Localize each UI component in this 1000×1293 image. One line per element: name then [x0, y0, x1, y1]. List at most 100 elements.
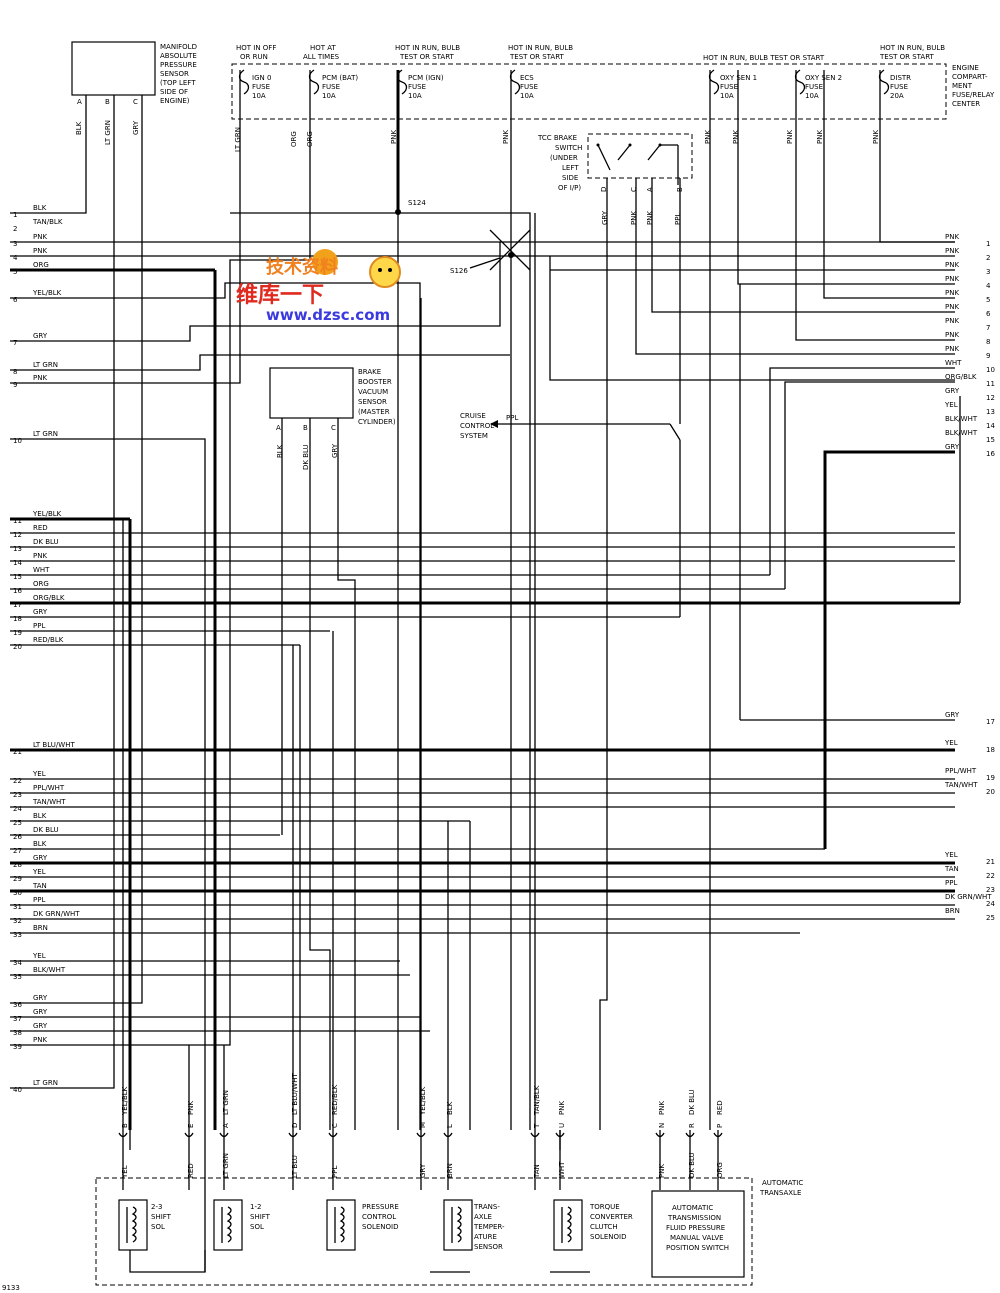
coil-icon	[221, 1206, 232, 1243]
map-sensor-label-3: SENSOR	[160, 70, 189, 78]
connector-terminal-icon	[530, 1132, 540, 1138]
right-row-num: 21	[986, 858, 995, 866]
pcmbat-header-0: HOT AT	[310, 44, 337, 52]
brake-pin-a: A	[276, 424, 281, 432]
left-row-wire: GRY	[33, 1022, 48, 1030]
trans-conn-wire: DK BLU	[688, 1089, 696, 1115]
left-row-wire: BLK	[33, 840, 47, 848]
left-row-wire: DK BLU	[33, 538, 59, 546]
left-row-wire: LT GRN	[33, 361, 58, 369]
trans-conn-wire: LT GRN	[222, 1090, 230, 1115]
coil-icon	[126, 1206, 137, 1243]
fuse-icon	[708, 69, 720, 95]
left-row-num: 8	[13, 368, 17, 376]
left-row-wire: ORG/BLK	[33, 594, 65, 602]
trans-conn-wire: YEL/BLK	[121, 1086, 129, 1116]
right-row-wire: WHT	[945, 359, 962, 367]
left-row-num: 4	[13, 254, 18, 262]
trans-conn-wire: YEL/BLK	[419, 1086, 427, 1116]
left-row-num: 11	[13, 517, 22, 525]
page-code: 9133	[2, 1284, 20, 1292]
left-row-wire: RED	[33, 524, 48, 532]
distr-header-0: HOT IN RUN, BULB	[880, 44, 945, 52]
trans-conn-pin: C	[331, 1123, 339, 1128]
left-row-num: 17	[13, 601, 22, 609]
left-row-num: 15	[13, 573, 22, 581]
left-row-wire: YEL	[32, 868, 46, 876]
left-row-wire: TAN/BLK	[32, 218, 63, 226]
left-row-num: 30	[13, 889, 22, 897]
connector-terminal-icon	[184, 1132, 194, 1138]
left-row-wire: RED/BLK	[33, 636, 64, 644]
sol12-label-0: 1-2	[250, 1203, 261, 1211]
right-row-wire: BLK/WHT	[945, 415, 978, 423]
right-row-num: 14	[986, 422, 995, 430]
trans-inner-wire: TAN	[533, 1164, 541, 1179]
brake-booster-sensor: BRAKE BOOSTER VACUUM SENSOR (MASTER CYLI…	[269, 367, 396, 470]
watermark-logo-icon	[312, 249, 338, 275]
left-row-num: 14	[13, 559, 22, 567]
left-row-num: 3	[13, 240, 17, 248]
tcc-solenoid: TORQUE CONVERTER CLUTCH SOLENOID	[553, 1199, 633, 1251]
left-row-wire: GRY	[33, 1008, 48, 1016]
tcc-label-0: TCC BRAKE	[537, 134, 577, 142]
trans-inner-wire: ORG	[716, 1162, 724, 1178]
right-row-wire: PNK	[945, 261, 959, 269]
left-row-num: 29	[13, 875, 22, 883]
connector-terminal-icon	[288, 1132, 298, 1138]
trans-conn-pin: R	[688, 1123, 696, 1128]
right-row-labels: 1PNK2PNK3PNK4PNK5PNK6PNK7PNK8PNK9PNK10WH…	[944, 233, 995, 922]
trans-conn-pin: U	[558, 1123, 566, 1128]
right-row-num: 3	[986, 268, 990, 276]
tcc-wire-2: PNK	[646, 211, 654, 225]
brake-label-3: SENSOR	[358, 398, 387, 406]
trans-conn-pin: E	[187, 1124, 195, 1128]
distr-name: DISTR	[890, 74, 911, 82]
left-row-wire: ORG	[33, 580, 49, 588]
left-row-labels: 1BLK2TAN/BLK3PNK4PNK5ORG6YEL/BLK7GRY8LT …	[13, 204, 80, 1094]
sol12-label-1: SHIFT	[250, 1213, 271, 1221]
watermark: 技术资料 维库一下 www.dzsc.com	[236, 249, 401, 324]
left-row-wire: LT BLU/WHT	[33, 741, 75, 749]
left-row-wire: GRY	[33, 608, 48, 616]
tcc-wire-3: PPL	[674, 213, 682, 225]
left-row-num: 37	[13, 1015, 22, 1023]
left-row-num: 10	[13, 437, 22, 445]
fuse-icon	[794, 69, 806, 95]
left-row-num: 35	[13, 973, 22, 981]
map-sensor: MANIFOLD ABSOLUTE PRESSURE SENSOR (TOP L…	[71, 41, 197, 145]
tfp-switch: AUTOMATIC TRANSMISSION FLUID PRESSURE MA…	[651, 1190, 745, 1278]
tfp-label-0: AUTOMATIC	[672, 1204, 713, 1212]
fuse-icon	[238, 69, 250, 95]
trans-inner-wire: YEL	[121, 1165, 129, 1179]
fuse-block-label-4: CENTER	[952, 100, 980, 108]
tcc-pin-c: C	[630, 187, 638, 192]
cruise-control: CRUISE CONTROL SYSTEM PPL	[460, 412, 681, 441]
right-row-wire: GRY	[945, 711, 960, 719]
right-row-num: 2	[986, 254, 990, 262]
right-row-wire: YEL	[944, 401, 958, 409]
pcs-label-2: SOLENOID	[362, 1223, 398, 1231]
left-row-wire: YEL	[32, 770, 46, 778]
right-row-num: 17	[986, 718, 995, 726]
cruise-label-0: CRUISE	[460, 412, 486, 420]
right-row-num: 25	[986, 914, 995, 922]
right-row-num: 1	[986, 240, 990, 248]
trans-inner-wire: PPL	[331, 1166, 339, 1178]
fuse-wire-9: PNK	[872, 130, 880, 144]
brake-label-5: CYLINDER)	[358, 418, 396, 426]
map-sensor-label-0: MANIFOLD	[160, 43, 197, 51]
tcc-label-4: SIDE	[562, 174, 578, 182]
left-row-num: 31	[13, 903, 22, 911]
cruise-wire: PPL	[506, 414, 518, 422]
trans-inner-wire: LT BLU	[291, 1155, 299, 1178]
fuse-icon	[308, 69, 320, 95]
left-row-num: 33	[13, 931, 22, 939]
brake-pin-b: B	[303, 424, 308, 432]
trans-inner-wire: DK BLU	[688, 1152, 696, 1178]
right-row-num: 24	[986, 900, 995, 908]
brake-pin-c: C	[331, 424, 336, 432]
map-sensor-label-6: ENGINE)	[160, 97, 190, 105]
splice-s124: S124	[408, 199, 426, 207]
